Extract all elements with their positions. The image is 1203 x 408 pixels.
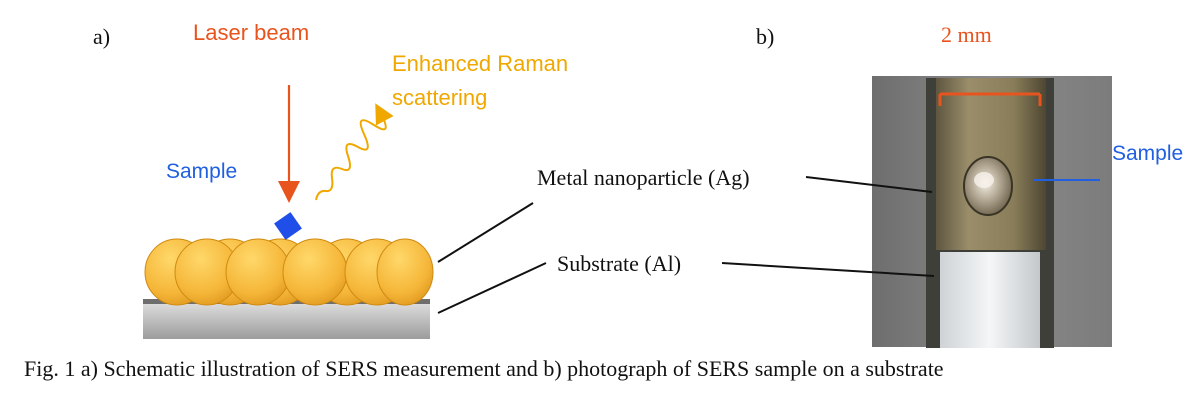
sample-label-a: Sample xyxy=(166,160,238,183)
sers-sample-photo xyxy=(872,76,1112,348)
substrate-label: Substrate (Al) xyxy=(557,251,682,276)
figure-caption: Fig. 1 a) Schematic illustration of SERS… xyxy=(24,356,944,381)
scale-bar-label: 2 mm xyxy=(941,22,992,47)
substrate-al-layer xyxy=(143,299,430,339)
metal-nanoparticle-label: Metal nanoparticle (Ag) xyxy=(537,165,750,190)
raman-label-line1: Enhanced Raman xyxy=(392,51,569,76)
panel-b-label: b) xyxy=(756,24,775,49)
sample-molecule xyxy=(274,212,302,240)
nanoparticle-layer xyxy=(144,238,434,306)
scale-bar xyxy=(938,92,1042,106)
raman-scattering-arrow xyxy=(315,103,394,201)
sample-label-b: Sample xyxy=(1112,142,1184,165)
panel-a-label: a) xyxy=(93,24,111,49)
raman-label-line2: scattering xyxy=(392,85,488,110)
substrate-leader-line-b xyxy=(721,262,935,277)
metal-leader-line-a xyxy=(437,202,534,263)
metal-leader-line-b xyxy=(805,176,933,193)
laser-beam-label: Laser beam xyxy=(193,20,310,45)
substrate-leader-line-a xyxy=(437,262,547,314)
